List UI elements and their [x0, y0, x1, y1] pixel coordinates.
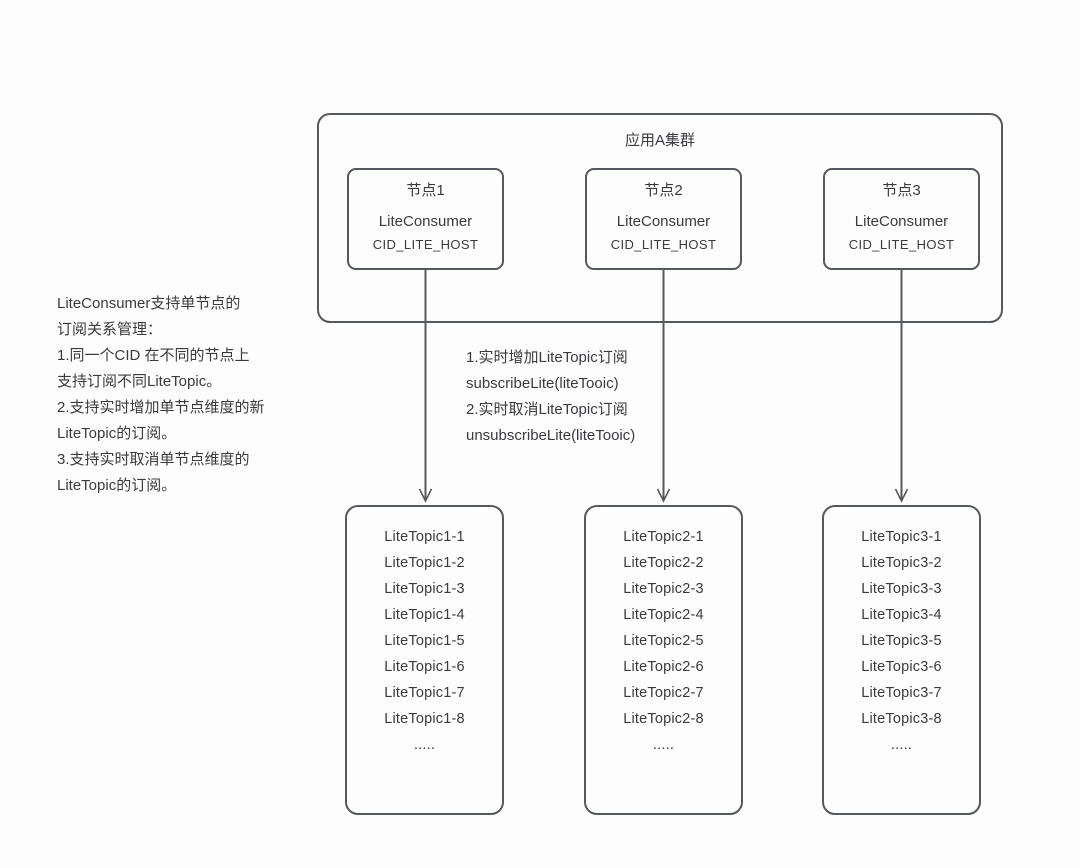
- middle-note-line: 2.实时取消LiteTopic订阅: [466, 401, 628, 418]
- topic-item: LiteTopic3-4: [861, 607, 942, 623]
- left-note-line: 订阅关系管理：: [57, 321, 163, 338]
- cluster-box: 应用A集群 节点1 LiteConsumer CID_LITE_HOST 节点2…: [317, 113, 1003, 323]
- node-box-3: 节点3 LiteConsumer CID_LITE_HOST: [823, 168, 980, 270]
- cluster-title: 应用A集群: [624, 132, 695, 149]
- node-1-cid: CID_LITE_HOST: [372, 237, 479, 252]
- topic-item: LiteTopic2-3: [623, 581, 704, 597]
- middle-note-line: subscribeLite(liteTooic): [466, 375, 619, 392]
- topic-item: LiteTopic3-2: [861, 555, 942, 571]
- topic-item: LiteTopic2-8: [623, 711, 704, 727]
- left-note-line: LiteTopic的订阅。: [57, 425, 177, 442]
- topic-item: LiteTopic3-3: [861, 581, 942, 597]
- topic-item: LiteTopic1-8: [384, 711, 465, 727]
- node-3-cid: CID_LITE_HOST: [848, 237, 955, 252]
- left-note-line: 支持订阅不同LiteTopic。: [57, 373, 222, 390]
- middle-note-line: 1.实时增加LiteTopic订阅: [466, 349, 628, 366]
- topic-item: LiteTopic3-6: [861, 659, 942, 675]
- node-2-component: LiteConsumer: [616, 213, 711, 230]
- topic-item: .....: [652, 737, 675, 753]
- topic-item: LiteTopic1-5: [384, 633, 465, 649]
- topic-item: LiteTopic2-7: [623, 685, 704, 701]
- middle-note: 1.实时增加LiteTopic订阅 subscribeLite(liteTooic…: [466, 345, 635, 449]
- node-2-cid: CID_LITE_HOST: [610, 237, 717, 252]
- topic-item: .....: [890, 737, 913, 753]
- node-1-title: 节点1: [406, 182, 445, 199]
- node-1-component: LiteConsumer: [378, 213, 473, 230]
- topic-item: LiteTopic1-4: [384, 607, 465, 623]
- middle-note-line: unsubscribeLite(liteTooic): [466, 427, 636, 444]
- left-note-line: 1.同一个CID 在不同的节点上: [57, 347, 250, 364]
- topic-item: LiteTopic1-7: [384, 685, 465, 701]
- left-note-line: 3.支持实时取消单节点维度的: [57, 451, 250, 468]
- topic-item: LiteTopic2-4: [623, 607, 704, 623]
- topic-item: LiteTopic3-1: [861, 529, 942, 545]
- left-note-line: 2.支持实时增加单节点维度的新: [57, 399, 265, 416]
- node-3-title: 节点3: [882, 182, 921, 199]
- topic-item: LiteTopic1-6: [384, 659, 465, 675]
- left-note-line: LiteConsumer支持单节点的: [57, 295, 241, 312]
- topic-item: LiteTopic1-2: [384, 555, 465, 571]
- topic-item: LiteTopic3-5: [861, 633, 942, 649]
- topic-item: LiteTopic1-3: [384, 581, 465, 597]
- left-note: LiteConsumer支持单节点的订阅关系管理： 1.同一个CID 在不同的节点…: [57, 291, 317, 499]
- node-box-1: 节点1 LiteConsumer CID_LITE_HOST: [347, 168, 504, 270]
- topic-item: LiteTopic2-6: [623, 659, 704, 675]
- topic-item: LiteTopic2-2: [623, 555, 704, 571]
- topic-item: LiteTopic3-8: [861, 711, 942, 727]
- topic-item: LiteTopic1-1: [384, 529, 465, 545]
- left-note-line: LiteTopic的订阅。: [57, 477, 177, 494]
- topic-item: .....: [413, 737, 436, 753]
- node-box-2: 节点2 LiteConsumer CID_LITE_HOST: [585, 168, 742, 270]
- topic-item: LiteTopic3-7: [861, 685, 942, 701]
- topic-item: LiteTopic2-5: [623, 633, 704, 649]
- node-3-component: LiteConsumer: [854, 213, 949, 230]
- topic-item: LiteTopic2-1: [623, 529, 704, 545]
- node-2-title: 节点2: [644, 182, 683, 199]
